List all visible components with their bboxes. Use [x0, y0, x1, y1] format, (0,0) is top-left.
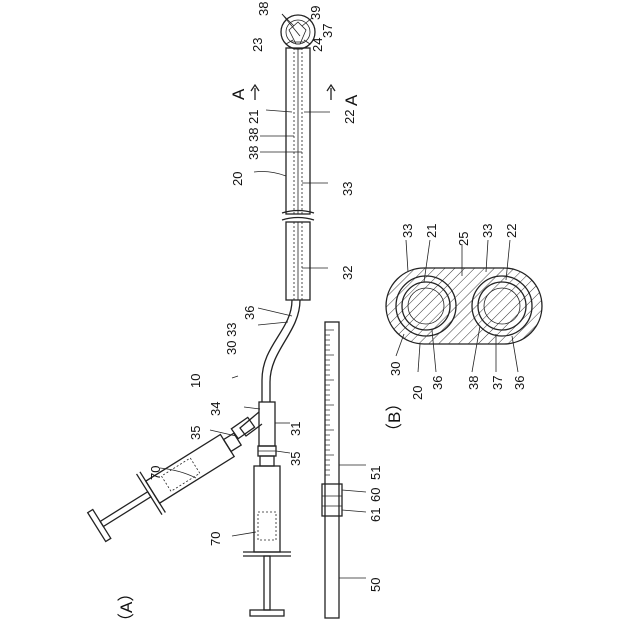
- section-label-38: 38: [466, 376, 481, 390]
- label-31: 31: [288, 422, 303, 436]
- figure-b: 33 21 25 33 22 30 20 36 38 37 36 （B）: [385, 224, 542, 440]
- section-label-21: 21: [424, 224, 439, 238]
- label-21: 21: [246, 110, 261, 124]
- label-35-left: 35: [188, 426, 203, 440]
- leader-lines: [160, 14, 366, 578]
- label-34: 34: [208, 402, 223, 416]
- label-23: 23: [250, 38, 265, 52]
- dual-lumen-tube: [282, 48, 314, 300]
- label-24: 24: [310, 38, 325, 52]
- section-label-30: 30: [388, 362, 403, 376]
- section-label-33-right: 33: [480, 224, 495, 238]
- section-label-20: 20: [410, 386, 425, 400]
- syringe-angled: [84, 419, 250, 548]
- section-marker-right: [327, 85, 335, 100]
- section-label-25: 25: [456, 232, 471, 246]
- syringe-straight: [243, 456, 291, 616]
- label-38-top: 38: [256, 2, 271, 16]
- rod-scale: [325, 330, 334, 475]
- label-70-right: 70: [208, 532, 223, 546]
- section-label-37: 37: [490, 376, 505, 390]
- label-33: 33: [340, 182, 355, 196]
- section-label-33-left: 33: [400, 224, 415, 238]
- figure-label-a: （A）: [117, 585, 136, 630]
- label-32: 32: [340, 266, 355, 280]
- label-36: 36: [242, 306, 257, 320]
- label-61: 61: [368, 508, 383, 522]
- figure-a: 38 39 37 23 24 A A 21 22 38 38 20 33 32 …: [84, 2, 383, 630]
- label-50: 50: [368, 578, 383, 592]
- label-38-38: 38 38: [246, 127, 261, 160]
- label-60: 60: [368, 488, 383, 502]
- section-label-22: 22: [504, 224, 519, 238]
- label-39: 39: [308, 6, 323, 20]
- section-label-36-left: 36: [430, 376, 445, 390]
- label-30-33: 30 33: [224, 322, 239, 355]
- label-37: 37: [320, 24, 335, 38]
- section-label-36-right: 36: [512, 376, 527, 390]
- hub-connector: [231, 402, 276, 456]
- measuring-rod: [322, 322, 342, 618]
- label-20: 20: [230, 172, 245, 186]
- label-70-left: 70: [148, 466, 163, 480]
- figure-label-b: （B）: [385, 395, 404, 440]
- section-mark-right: A: [342, 94, 361, 106]
- label-35-right: 35: [288, 452, 303, 466]
- label-22: 22: [342, 110, 357, 124]
- label-10: 10: [188, 374, 203, 388]
- label-51: 51: [368, 466, 383, 480]
- section-mark-left: A: [229, 88, 248, 100]
- catheter-curve: [262, 300, 300, 402]
- section-marker-left: [251, 85, 259, 100]
